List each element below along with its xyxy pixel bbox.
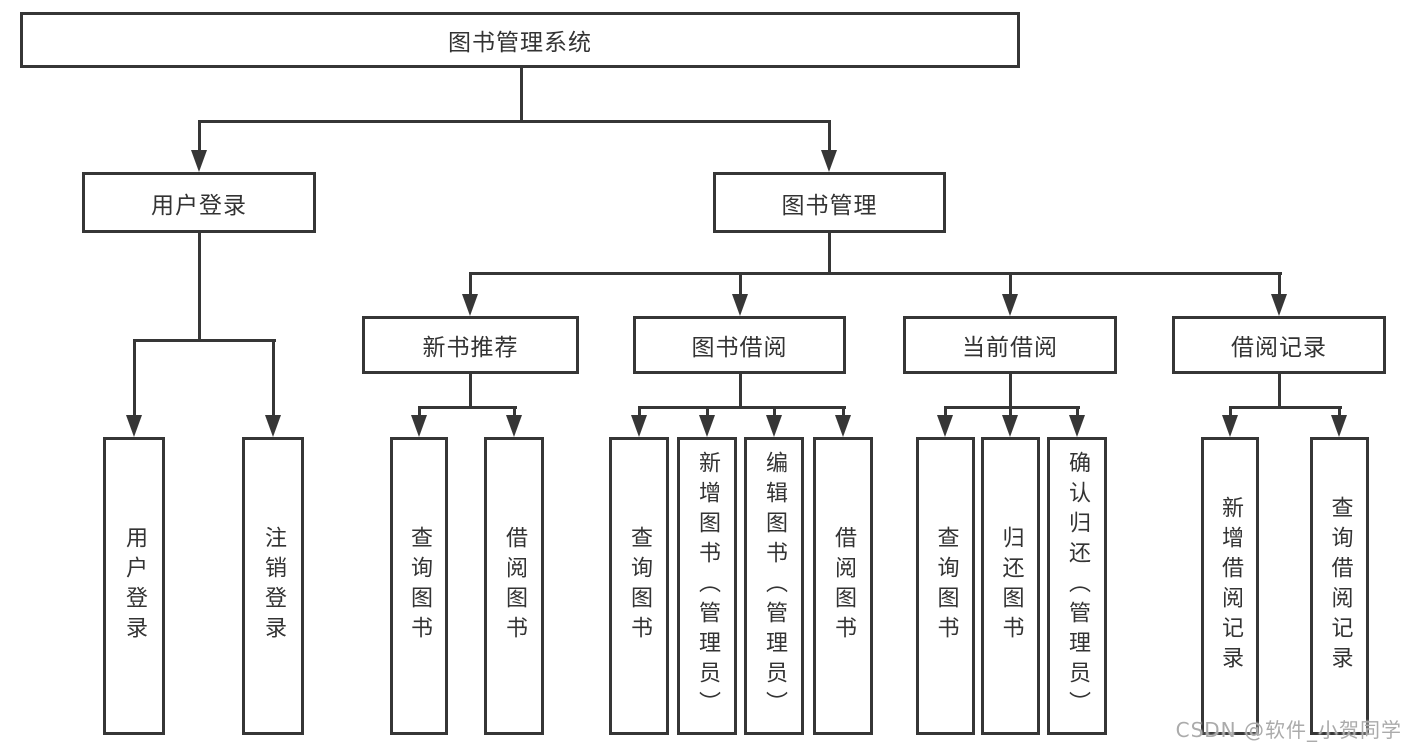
leaf-add-borrow-record-label: 新增借阅记录: [1218, 496, 1243, 676]
connector-drop: [705, 406, 709, 417]
leaf-borrow-books-label: 借阅图书: [831, 526, 856, 646]
node-book-borrow-label: 图书借阅: [691, 335, 788, 361]
connector-drop: [1075, 406, 1079, 417]
leaf-logout-label: 注销登录: [261, 526, 286, 646]
connector-drop: [1008, 406, 1012, 417]
arrow-down-icon: [835, 415, 851, 437]
connector-drop-user-login: [197, 120, 201, 152]
leaf-user-login-label: 用户登录: [122, 526, 147, 646]
node-borrow-records-label: 借阅记录: [1231, 335, 1327, 361]
connector-drop-current-borrow: [1008, 272, 1012, 296]
connector-root-stem: [519, 67, 523, 122]
connector-current-borrow-stem: [1008, 373, 1012, 408]
node-new-book-recommend-label: 新书推荐: [422, 335, 519, 361]
leaf-return-books: 归还图书: [981, 437, 1040, 735]
node-new-book-recommend: 新书推荐: [362, 316, 579, 374]
leaf-add-book-admin: 新增图书（管理员）: [677, 437, 737, 735]
leaf-logout: 注销登录: [242, 437, 304, 735]
csdn-watermark: CSDN @软件_小贺同学: [1175, 718, 1402, 742]
leaf-query-borrow-record: 查询借阅记录: [1310, 437, 1369, 735]
connector-book-borrow-stem: [738, 373, 742, 408]
connector-book-management-branch: [468, 272, 1282, 275]
connector-borrow-records-branch: [1228, 406, 1342, 409]
leaf-query-books-recommend: 查询图书: [390, 437, 448, 735]
leaf-user-login: 用户登录: [103, 437, 165, 735]
leaf-borrow-books: 借阅图书: [813, 437, 873, 735]
leaf-borrow-books-recommend-label: 借阅图书: [502, 526, 527, 646]
leaf-edit-book-admin: 编辑图书（管理员）: [744, 437, 804, 735]
arrow-down-icon: [1002, 294, 1018, 316]
connector-drop: [772, 406, 776, 417]
connector-drop: [637, 406, 641, 417]
node-borrow-records: 借阅记录: [1172, 316, 1386, 374]
connector-new-book-stem: [468, 373, 472, 408]
connector-current-borrow-branch: [943, 406, 1080, 409]
leaf-edit-book-admin-label: 编辑图书（管理员）: [762, 451, 787, 721]
node-root: 图书管理系统: [20, 12, 1020, 68]
connector-drop: [841, 406, 845, 417]
connector-new-book-branch: [417, 406, 517, 409]
arrow-down-icon: [265, 415, 281, 437]
leaf-query-books-current: 查询图书: [916, 437, 975, 735]
leaf-query-books-borrow: 查询图书: [609, 437, 669, 735]
leaf-confirm-return-admin: 确认归还（管理员）: [1047, 437, 1107, 735]
connector-borrow-records-stem: [1277, 373, 1281, 408]
leaf-query-borrow-record-label: 查询借阅记录: [1327, 496, 1353, 676]
connector-drop-book-borrow: [738, 272, 742, 296]
connector-drop: [512, 406, 516, 417]
arrow-down-icon: [631, 415, 647, 437]
arrow-down-icon: [1069, 415, 1085, 437]
node-root-label: 图书管理系统: [448, 30, 592, 56]
arrow-down-icon: [1271, 294, 1287, 316]
connector-drop-new-book: [468, 272, 472, 296]
arrow-down-icon: [937, 415, 953, 437]
arrow-down-icon: [411, 415, 427, 437]
leaf-query-books-borrow-label: 查询图书: [627, 526, 652, 646]
connector-drop: [417, 406, 421, 417]
arrow-down-icon: [1222, 415, 1238, 437]
arrow-down-icon: [821, 150, 837, 172]
arrow-down-icon: [1002, 415, 1018, 437]
arrow-down-icon: [766, 415, 782, 437]
connector-user-login-branch: [132, 339, 276, 342]
leaf-add-book-admin-label: 新增图书（管理员）: [695, 451, 720, 721]
connector-root-branch: [197, 120, 831, 123]
connector-drop-leaf-user-login: [132, 339, 136, 417]
connector-user-login-stem: [197, 232, 201, 341]
leaf-add-borrow-record: 新增借阅记录: [1201, 437, 1259, 735]
connector-drop-book-management: [827, 120, 831, 152]
arrow-down-icon: [462, 294, 478, 316]
leaf-return-books-label: 归还图书: [998, 526, 1024, 646]
node-current-borrow-label: 当前借阅: [962, 335, 1058, 361]
connector-drop: [1337, 406, 1341, 417]
arrow-down-icon: [191, 150, 207, 172]
leaf-confirm-return-admin-label: 确认归还（管理员）: [1065, 451, 1090, 721]
connector-drop-borrow-records: [1277, 272, 1281, 296]
leaf-query-books-recommend-label: 查询图书: [407, 526, 432, 646]
node-user-login-label: 用户登录: [151, 192, 247, 219]
leaf-query-books-current-label: 查询图书: [933, 526, 959, 646]
connector-drop-leaf-logout: [271, 339, 275, 417]
arrow-down-icon: [126, 415, 142, 437]
arrow-down-icon: [699, 415, 715, 437]
arrow-down-icon: [732, 294, 748, 316]
connector-book-management-stem: [827, 231, 831, 274]
connector-drop: [1228, 406, 1232, 417]
node-book-borrow: 图书借阅: [633, 316, 846, 374]
node-book-management-label: 图书管理: [781, 192, 878, 219]
node-current-borrow: 当前借阅: [903, 316, 1117, 374]
leaf-borrow-books-recommend: 借阅图书: [484, 437, 544, 735]
node-user-login: 用户登录: [82, 172, 316, 233]
arrow-down-icon: [506, 415, 522, 437]
node-book-management: 图书管理: [713, 172, 946, 233]
arrow-down-icon: [1331, 415, 1347, 437]
connector-book-borrow-branch: [637, 406, 846, 409]
connector-drop: [943, 406, 947, 417]
